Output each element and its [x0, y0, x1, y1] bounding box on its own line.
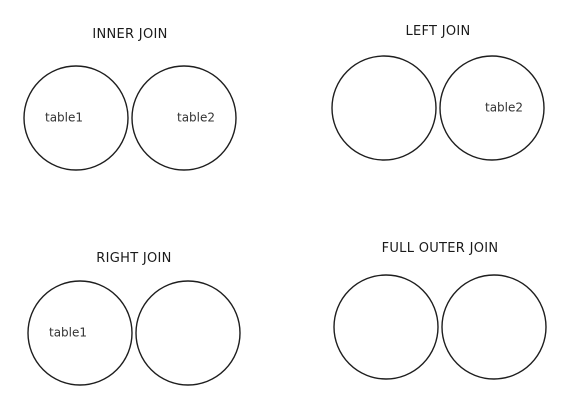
table2-circle	[441, 274, 547, 380]
table2-label: table2	[487, 320, 525, 334]
right-join-panel: RIGHT JOIN table1 table2	[27, 251, 241, 386]
panel-title: INNER JOIN	[92, 27, 167, 42]
table1-label: table1	[355, 320, 393, 334]
table1-label: table1	[45, 111, 83, 125]
table2-label: table2	[177, 111, 215, 125]
table1-circle	[23, 65, 129, 171]
left-join-panel: LEFT JOIN table1 table2	[331, 24, 545, 161]
table1-circle	[27, 280, 133, 386]
panel-title: RIGHT JOIN	[96, 251, 171, 266]
table2-label: table2	[181, 326, 219, 340]
table2-circle	[131, 65, 237, 171]
table2-label: table2	[485, 101, 523, 115]
table1-label: table1	[49, 326, 87, 340]
full-outer-join-panel: FULL OUTER JOIN table1 table2	[333, 241, 547, 380]
inner-join-panel: INNER JOIN table1 table2	[23, 27, 237, 171]
panel-title: LEFT JOIN	[405, 24, 470, 39]
table2-circle	[135, 280, 241, 386]
table2-circle	[439, 55, 545, 161]
table1-circle	[331, 55, 437, 161]
table1-circle	[333, 274, 439, 380]
table1-label: table1	[353, 101, 391, 115]
panel-title: FULL OUTER JOIN	[382, 241, 499, 256]
